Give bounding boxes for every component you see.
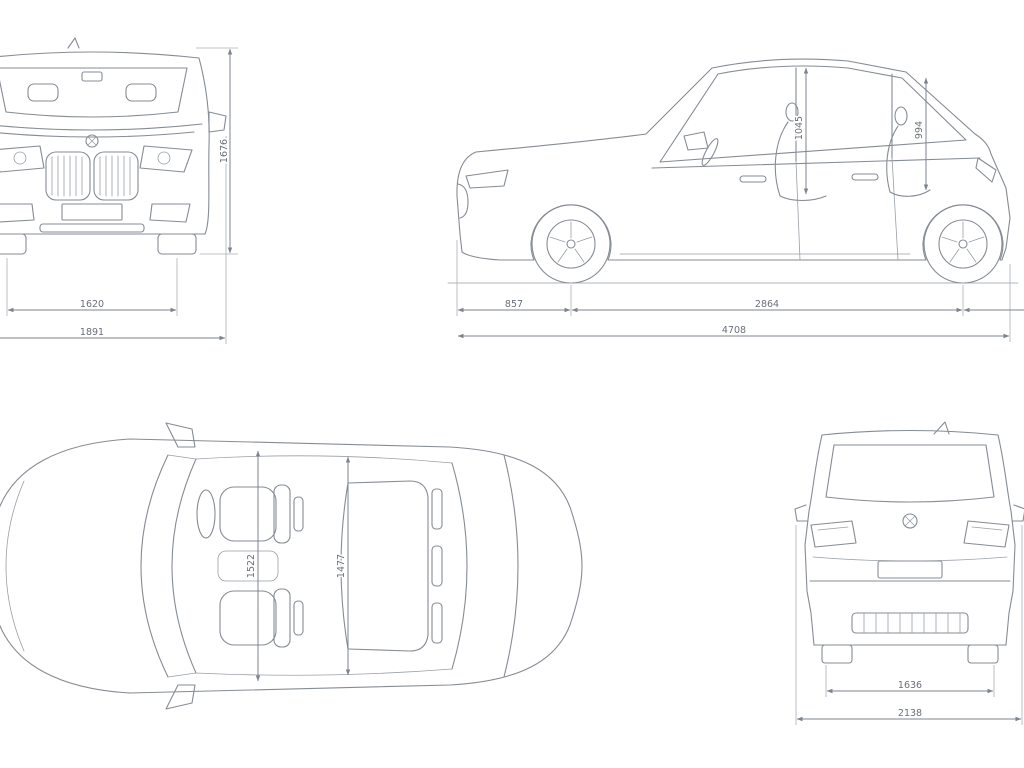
top-view-dimensions: 1522 1477 bbox=[245, 450, 351, 682]
grille-slats bbox=[51, 155, 131, 197]
dim-label-interior-width-rear: 1477 bbox=[336, 554, 347, 578]
antenna-fin-rear bbox=[933, 421, 950, 435]
headlight-side bbox=[465, 169, 509, 189]
kidney-grille-left bbox=[45, 151, 91, 201]
rear-roof bbox=[821, 429, 999, 436]
front-wheel-left bbox=[0, 233, 27, 255]
side-mirror bbox=[683, 131, 709, 151]
front-body-outline bbox=[0, 51, 210, 235]
side-mirror-right bbox=[208, 111, 227, 133]
dim-label-track-rear: 1636 bbox=[898, 680, 922, 691]
bmw-roundel-rear bbox=[902, 513, 918, 529]
top-view: 1522 1477 bbox=[0, 422, 583, 710]
headlight-left-lens bbox=[13, 151, 27, 165]
side-mirror-top-right bbox=[165, 684, 196, 710]
dim-label-headroom-front: 1045 bbox=[794, 116, 805, 140]
greenhouse bbox=[659, 65, 967, 163]
dim-label-overall-height: 1676 bbox=[219, 139, 230, 163]
bmw-roundel bbox=[85, 134, 99, 148]
dim-label-interior-width-front: 1522 bbox=[246, 554, 257, 578]
dim-label-overall-length: 4708 bbox=[722, 325, 746, 336]
rear-side-left bbox=[804, 434, 823, 646]
front-view-dimensions: 1676 1620 1891 bbox=[0, 47, 238, 344]
tailgate-line bbox=[812, 556, 1008, 562]
windshield-arc bbox=[140, 454, 169, 678]
hood-lines bbox=[0, 123, 203, 138]
rear-wheel-left bbox=[821, 644, 853, 664]
hood-contour bbox=[5, 480, 25, 652]
rear-view: 1636 2138 bbox=[794, 421, 1024, 725]
kidney-grille-side bbox=[457, 183, 469, 219]
side-mirror-top-left bbox=[165, 422, 196, 448]
taillight-left bbox=[810, 520, 857, 548]
steering-wheel-plan bbox=[196, 489, 216, 539]
headlight-right bbox=[139, 145, 193, 173]
door-cut-rear bbox=[891, 157, 899, 261]
lower-intake bbox=[39, 223, 145, 233]
top-body-outline bbox=[0, 438, 583, 694]
roof-front-arc bbox=[171, 458, 197, 674]
taillight-right bbox=[963, 520, 1010, 548]
roundel-rear-detail bbox=[904, 515, 916, 527]
headrest-left bbox=[27, 83, 59, 102]
front-wheel bbox=[531, 204, 611, 284]
dim-label-overall-width: 1891 bbox=[80, 327, 104, 338]
diffuser-slats bbox=[863, 612, 961, 634]
headrest-right bbox=[125, 83, 157, 102]
rear-side-right bbox=[997, 434, 1016, 646]
interior-seats bbox=[701, 102, 931, 202]
door-handle-front bbox=[739, 175, 767, 183]
mirror-stub-right bbox=[1011, 504, 1024, 522]
dim-label-wheelbase: 2864 bbox=[755, 299, 779, 310]
roundel-detail bbox=[87, 136, 97, 146]
side-view-car-drawing bbox=[447, 58, 1019, 284]
side-view: 1045 994 857 2864 4708 bbox=[447, 58, 1024, 342]
windshield bbox=[0, 67, 188, 118]
taillight-side bbox=[975, 157, 997, 183]
top-view-car-drawing bbox=[0, 422, 583, 710]
license-plate-rear bbox=[877, 560, 943, 579]
dim-label-front-overhang: 857 bbox=[505, 299, 523, 310]
dim-label-width-mirrors: 2138 bbox=[898, 708, 922, 719]
front-wheel-right bbox=[157, 233, 197, 255]
front-seats-plan bbox=[196, 484, 304, 648]
front-view-car-drawing bbox=[0, 37, 227, 255]
rear-view-dimensions: 1636 2138 bbox=[795, 525, 1023, 725]
tailgate-arc bbox=[503, 454, 519, 678]
center-console bbox=[217, 550, 279, 582]
antenna-fin bbox=[67, 37, 80, 49]
kidney-grille-right bbox=[93, 151, 139, 201]
rear-window bbox=[825, 444, 995, 503]
door-cut-front bbox=[795, 160, 801, 261]
rear-bench-plan bbox=[340, 480, 443, 652]
dim-label-headroom-rear: 994 bbox=[914, 121, 925, 139]
side-view-dimensions: 1045 994 857 2864 4708 bbox=[456, 67, 1024, 342]
license-plate bbox=[61, 203, 123, 221]
bumper-intake-left bbox=[0, 203, 35, 223]
dim-label-track-width: 1620 bbox=[80, 299, 104, 310]
bumper-intake-right bbox=[149, 203, 191, 223]
front-view: 1676 1620 1891 bbox=[0, 37, 238, 344]
rearview-mirror bbox=[81, 71, 103, 82]
headlight-right-lens bbox=[157, 151, 171, 165]
rear-wheel bbox=[923, 204, 1003, 284]
diffuser bbox=[851, 612, 969, 634]
headlight-left bbox=[0, 145, 45, 173]
taillight-details bbox=[817, 526, 1003, 531]
door-handle-rear bbox=[851, 173, 879, 181]
rear-wheel-right bbox=[967, 644, 999, 664]
rear-window-arc bbox=[451, 462, 468, 670]
rear-view-car-drawing bbox=[794, 421, 1024, 664]
mirror-stub-left bbox=[794, 504, 809, 522]
roof-edges bbox=[167, 454, 453, 678]
